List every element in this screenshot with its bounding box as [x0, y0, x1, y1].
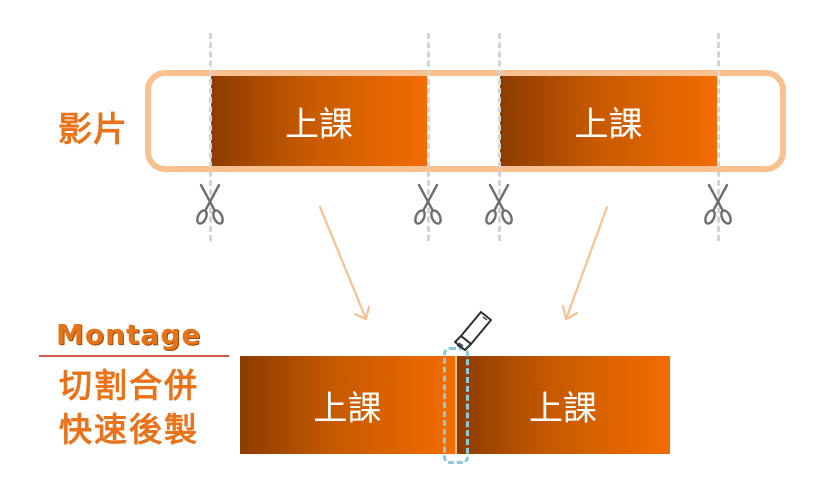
scissors-icon: [196, 183, 224, 225]
video-clip-2: 上課: [500, 76, 717, 166]
scissors-icon: [414, 183, 442, 225]
cut-line-2: [427, 33, 430, 241]
video-clip-1: 上課: [211, 76, 427, 166]
clip-seam: [455, 356, 457, 454]
cut-line-3: [498, 33, 501, 241]
glue-joint-outline: [443, 347, 469, 464]
clip-label: 上課: [529, 388, 597, 429]
montage-subtitle-line2: 快速後製: [59, 410, 199, 449]
glue-tube-icon: [454, 311, 492, 351]
cut-line-1: [209, 33, 212, 241]
montage-subtitle-line1: 切割合併: [59, 366, 199, 405]
montage-title: Montage: [56, 318, 202, 351]
title-divider: [39, 355, 229, 357]
merged-clip-2: 上課: [456, 356, 670, 454]
video-label: 影片: [58, 110, 128, 150]
clip-label: 上課: [574, 104, 643, 145]
scissors-icon: [704, 183, 732, 225]
clip-label: 上課: [313, 388, 382, 429]
clip-label: 上課: [285, 104, 353, 145]
scissors-icon: [485, 183, 513, 225]
merged-clip-1: 上課: [240, 356, 455, 454]
video-track: [145, 70, 786, 172]
cut-line-4: [717, 33, 720, 241]
